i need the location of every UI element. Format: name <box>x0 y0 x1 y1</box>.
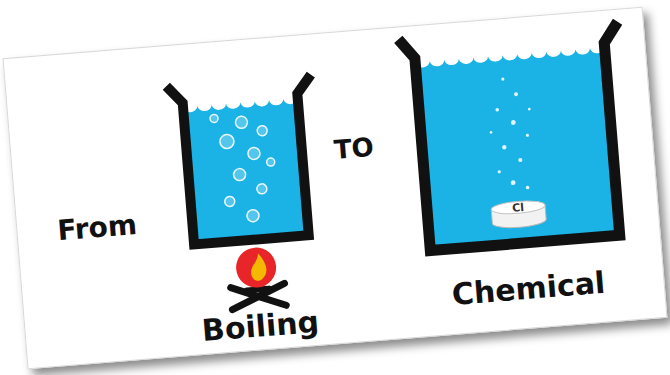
bubble <box>502 145 507 150</box>
bubble <box>528 108 531 111</box>
boiling-water <box>183 98 309 245</box>
bubble <box>219 134 234 149</box>
treated-water <box>415 47 620 251</box>
bubble <box>490 131 493 134</box>
bubble <box>246 209 259 222</box>
bubble <box>526 186 530 190</box>
small-pot <box>166 75 323 246</box>
illustration <box>4 8 667 368</box>
bubble <box>235 116 248 129</box>
bubble <box>210 114 219 123</box>
bubble <box>511 120 516 125</box>
bubble <box>256 183 267 194</box>
bubble <box>248 147 261 160</box>
bubble <box>526 134 529 137</box>
flame <box>235 246 278 289</box>
fire-log <box>247 289 269 291</box>
bubble <box>257 125 268 136</box>
caption-word: TO <box>333 134 375 163</box>
bubble <box>514 92 518 96</box>
campfire <box>228 245 287 309</box>
flame-core <box>250 253 268 281</box>
bubble <box>224 196 235 207</box>
caption-word: Boiling <box>201 307 320 346</box>
card-frame: From TO Boiling Chemical Cl <box>3 7 668 369</box>
tablet-top <box>491 199 546 215</box>
steam-bubbles <box>210 110 280 225</box>
fizz-bubbles <box>485 76 537 192</box>
large-pot <box>398 22 634 252</box>
caption-word: Chemical <box>451 268 606 310</box>
bubble <box>501 77 504 80</box>
bubble <box>495 108 499 112</box>
bubble <box>498 170 501 173</box>
chlorine-tablet: Cl <box>490 198 548 230</box>
caption-word: From <box>56 211 138 245</box>
bubble <box>511 180 516 185</box>
bubble <box>233 168 246 181</box>
bubble <box>518 158 522 162</box>
bubble <box>266 158 275 167</box>
connector-layer <box>4 8 667 368</box>
